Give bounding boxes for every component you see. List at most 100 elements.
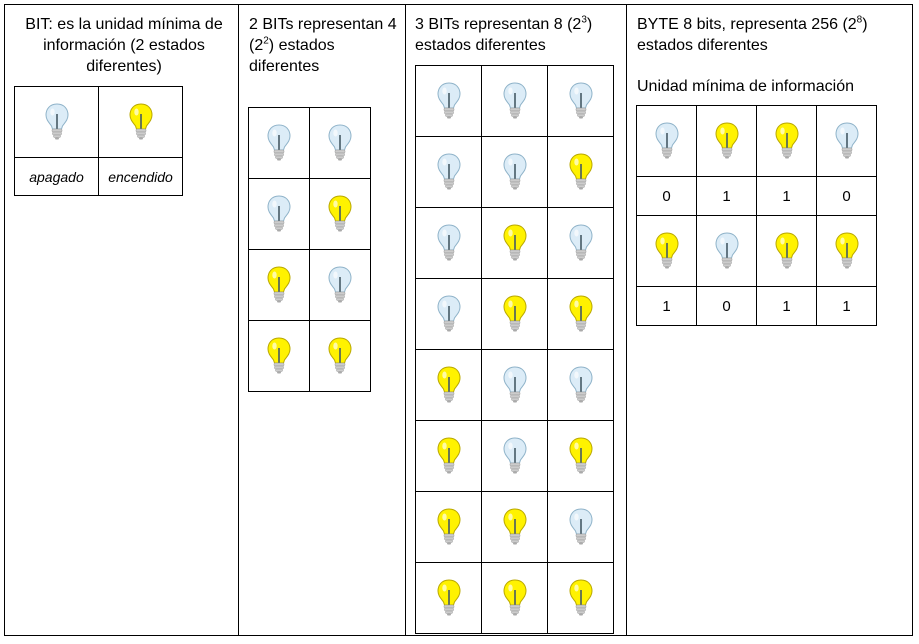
lightbulb-on-icon	[436, 437, 461, 474]
on-label: encendido	[98, 157, 183, 196]
lightbulb-on-icon	[568, 153, 593, 190]
byte-cell	[636, 215, 697, 287]
lightbulb-on-icon	[267, 266, 291, 303]
off-label: apagado	[14, 157, 99, 196]
table-row	[248, 320, 371, 392]
bulb-cell	[547, 278, 614, 350]
lightbulb-off-icon	[436, 153, 461, 190]
lightbulb-off-icon	[267, 195, 291, 232]
byte-heading: BYTE 8 bits, representa 256 (28) estados…	[637, 14, 868, 54]
lightbulb-on-icon	[714, 122, 739, 159]
lightbulb-on-icon	[502, 224, 527, 261]
lightbulb-on-icon	[436, 508, 461, 545]
bulb-cell	[415, 420, 482, 492]
bit-digit: 1	[756, 286, 817, 326]
lightbulb-off-icon	[436, 295, 461, 332]
table-row	[248, 249, 371, 321]
lightbulb-on-icon	[502, 295, 527, 332]
byte-cell	[696, 215, 757, 287]
bit-digit: 0	[816, 176, 877, 216]
three-bits-column: 3 BITs representan 8 (23) estados difere…	[405, 4, 627, 636]
table-row	[415, 420, 614, 492]
lightbulb-on-icon	[568, 295, 593, 332]
lightbulb-on-icon	[328, 195, 352, 232]
lightbulb-on-icon	[568, 437, 593, 474]
bit-cell	[98, 86, 183, 158]
lightbulb-off-icon	[44, 103, 69, 140]
lightbulb-on-icon	[568, 579, 593, 616]
byte-cell	[696, 105, 757, 177]
bulb-cell	[481, 136, 548, 208]
bulb-cell	[547, 65, 614, 137]
lightbulb-off-icon	[568, 82, 593, 119]
bulb-cell	[547, 136, 614, 208]
bulb-cell	[415, 562, 482, 634]
bulb-cell	[248, 178, 310, 250]
bit-column: BIT: es la unidad mínima de información …	[4, 4, 239, 636]
bit-cell	[14, 86, 99, 158]
byte-subheading: Unidad mínima de información	[637, 78, 854, 95]
lightbulb-off-icon	[568, 366, 593, 403]
two-bits-table	[248, 107, 371, 392]
lightbulb-on-icon	[774, 232, 799, 269]
bulb-cell	[481, 349, 548, 421]
lightbulb-off-icon	[436, 82, 461, 119]
bulb-cell	[415, 278, 482, 350]
bulb-cell	[415, 491, 482, 563]
lightbulb-off-icon	[568, 508, 593, 545]
byte-table: 0 1 1 0 1 0 1 1	[636, 105, 877, 326]
table-row	[415, 278, 614, 350]
two-bits-heading: 2 BITs representan 4 (22) estados difere…	[249, 16, 397, 75]
bulb-cell	[415, 65, 482, 137]
lightbulb-on-icon	[774, 122, 799, 159]
lightbulb-off-icon	[502, 153, 527, 190]
bulb-cell	[547, 349, 614, 421]
byte-cell	[816, 105, 877, 177]
byte-cell	[756, 105, 817, 177]
lightbulb-off-icon	[267, 124, 291, 161]
bulb-cell	[547, 562, 614, 634]
table-row	[415, 491, 614, 563]
table-row	[248, 107, 371, 179]
bulb-cell	[415, 207, 482, 279]
bulb-cell	[481, 278, 548, 350]
bit-digit: 1	[816, 286, 877, 326]
bit-digit: 1	[696, 176, 757, 216]
table-row	[415, 562, 614, 634]
table-row	[248, 178, 371, 250]
bulb-cell	[309, 178, 371, 250]
bulb-cell	[547, 420, 614, 492]
bulb-cell	[415, 349, 482, 421]
bulb-cell	[481, 420, 548, 492]
bulb-cell	[547, 491, 614, 563]
lightbulb-off-icon	[654, 122, 679, 159]
bulb-cell	[248, 107, 310, 179]
bulb-cell	[481, 562, 548, 634]
two-bits-column: 2 BITs representan 4 (22) estados difere…	[238, 4, 406, 636]
bit-digit: 1	[636, 286, 697, 326]
lightbulb-off-icon	[568, 224, 593, 261]
byte-cell	[756, 215, 817, 287]
bulb-cell	[248, 320, 310, 392]
lightbulb-on-icon	[502, 508, 527, 545]
lightbulb-off-icon	[436, 224, 461, 261]
bulb-cell	[415, 136, 482, 208]
bulb-cell	[481, 65, 548, 137]
byte-column: BYTE 8 bits, representa 256 (28) estados…	[626, 4, 913, 636]
lightbulb-on-icon	[436, 366, 461, 403]
lightbulb-off-icon	[714, 232, 739, 269]
lightbulb-on-icon	[128, 103, 153, 140]
bit-table: apagado encendido	[14, 86, 183, 196]
table-row	[415, 207, 614, 279]
lightbulb-off-icon	[328, 124, 352, 161]
lightbulb-off-icon	[502, 82, 527, 119]
byte-cell	[816, 215, 877, 287]
table-row	[415, 136, 614, 208]
bit-digit: 0	[636, 176, 697, 216]
lightbulb-on-icon	[502, 579, 527, 616]
bit-heading: BIT: es la unidad mínima de información …	[25, 16, 223, 75]
lightbulb-off-icon	[502, 366, 527, 403]
table-row	[415, 349, 614, 421]
lightbulb-on-icon	[267, 337, 291, 374]
lightbulb-on-icon	[436, 579, 461, 616]
